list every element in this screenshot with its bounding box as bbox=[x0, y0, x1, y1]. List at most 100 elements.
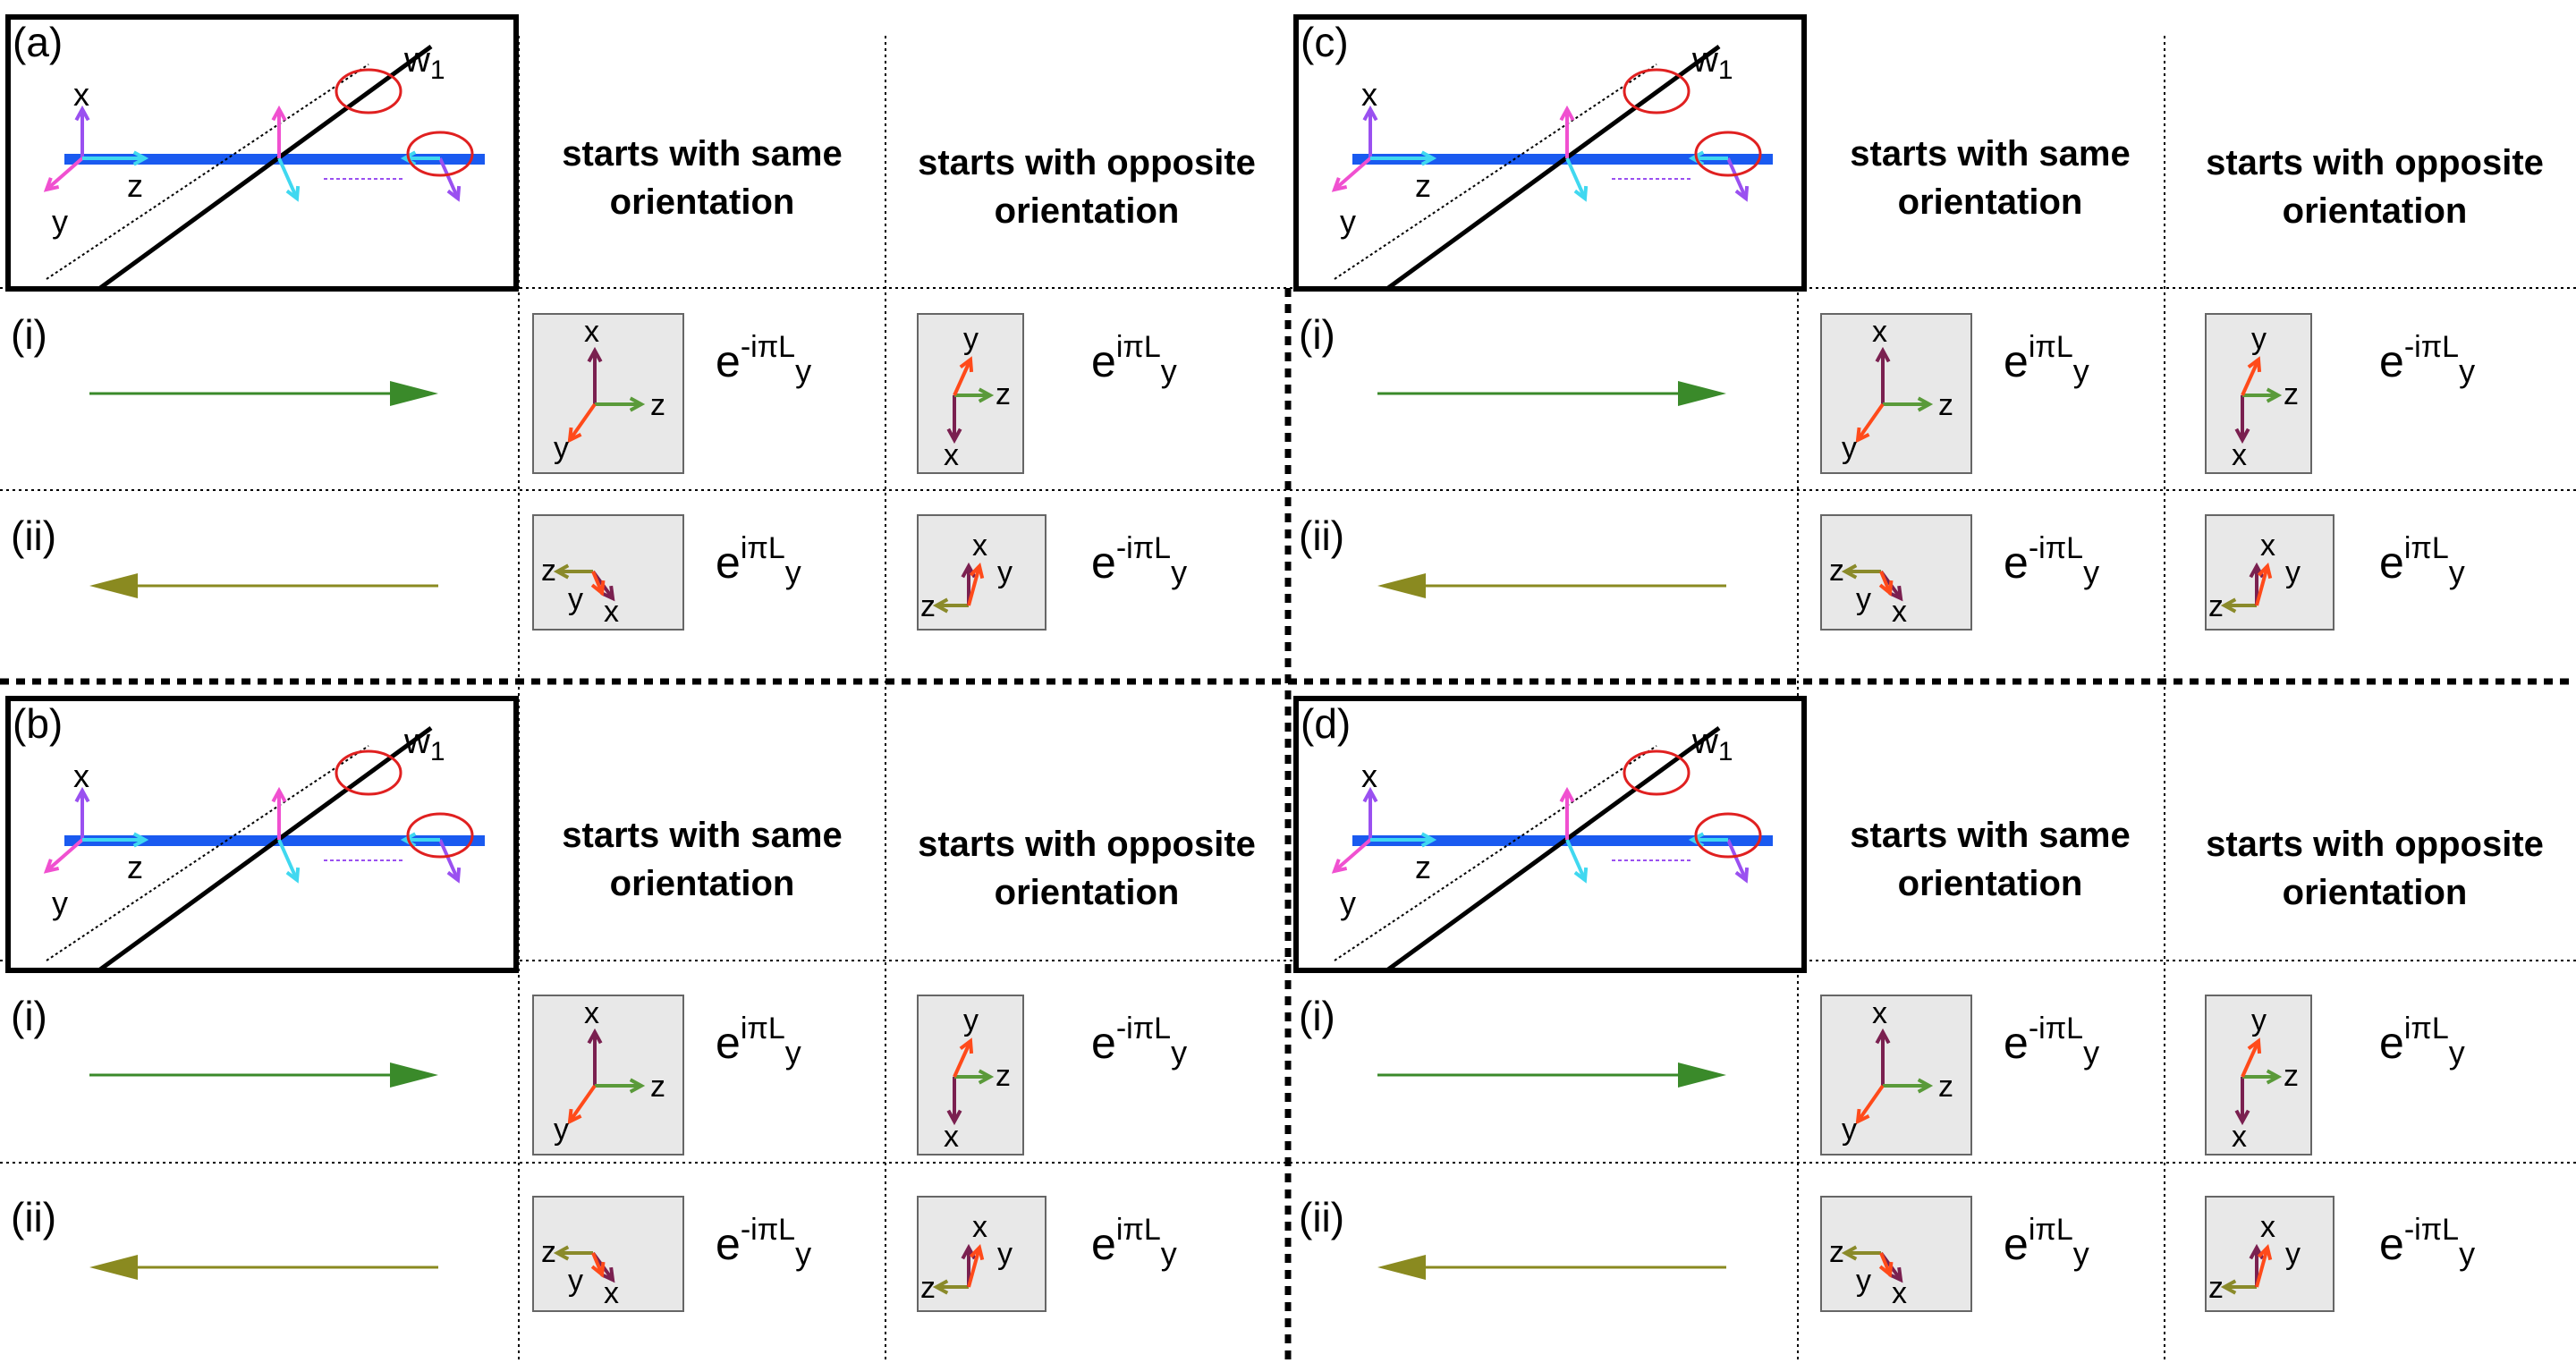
wire-line bbox=[1386, 44, 1721, 291]
triad-x-label: x bbox=[1872, 996, 1887, 1030]
wire-label: w1 bbox=[1691, 40, 1733, 85]
triad-y-arrow bbox=[967, 562, 985, 606]
triad-x-label: x bbox=[1892, 1276, 1907, 1310]
highlight-circle bbox=[1694, 812, 1762, 859]
triad-y-arrow bbox=[567, 1084, 597, 1125]
spin-frame-arrow bbox=[1565, 157, 1589, 202]
highlight-circle bbox=[335, 749, 402, 796]
triad-y-label: y bbox=[997, 1237, 1013, 1271]
phase-exponent: -iπL bbox=[1115, 1012, 1172, 1046]
phase-subscript: y bbox=[784, 1034, 801, 1071]
phase-base: e bbox=[2004, 538, 2029, 588]
triad-z-arrow bbox=[1883, 1078, 1934, 1094]
triad-x-arrow bbox=[587, 346, 603, 404]
triad-z-label: z bbox=[541, 1235, 556, 1269]
header-same-orientation: starts with same orientation bbox=[1850, 134, 2131, 222]
triad-y-arrow bbox=[590, 1252, 606, 1278]
spin-frame-arrow bbox=[1726, 157, 1750, 202]
triad-y-arrow bbox=[2255, 562, 2273, 606]
triad-z-label: z bbox=[2208, 589, 2224, 623]
spin-frame-arrow bbox=[43, 157, 84, 192]
phase-exponent: iπL bbox=[2403, 1012, 2449, 1046]
axis-triad: zxy bbox=[1829, 1235, 1907, 1310]
wire-guide-line bbox=[1334, 745, 1657, 961]
phase-opposite-orientation: eiπLy bbox=[2379, 1012, 2465, 1071]
spin-frame-arrow bbox=[1559, 786, 1575, 840]
triad-x-label: x bbox=[944, 1120, 959, 1154]
triad-y-arrow bbox=[2241, 356, 2262, 396]
phase-subscript: y bbox=[1171, 1034, 1188, 1071]
triad-z-arrow bbox=[553, 1245, 593, 1261]
phase-same-orientation: eiπLy bbox=[2004, 1213, 2089, 1272]
axis-triad: xzy bbox=[554, 996, 665, 1147]
phase-exponent: iπL bbox=[740, 531, 785, 565]
triad-x-label: x bbox=[2232, 1120, 2247, 1154]
row-label: (ii) bbox=[11, 512, 57, 559]
phase-base: e bbox=[2379, 1018, 2404, 1068]
triad-y-label: y bbox=[1842, 431, 1857, 465]
phase-exponent: -iπL bbox=[740, 1213, 796, 1247]
phase-same-orientation: eiπLy bbox=[2004, 330, 2089, 389]
diagram-z-label: z bbox=[127, 849, 143, 885]
spin-frame-arrow bbox=[74, 786, 90, 840]
phase-base: e bbox=[1091, 1219, 1116, 1269]
triad-y-label: y bbox=[1856, 582, 1871, 616]
diagram-z-label: z bbox=[1415, 167, 1431, 204]
diagram-x-label: x bbox=[1361, 76, 1377, 113]
header-same-orientation: starts with same orientation bbox=[1850, 816, 2131, 903]
triad-x-label: x bbox=[2232, 438, 2247, 472]
triad-z-arrow bbox=[595, 1078, 646, 1094]
right-arrow bbox=[89, 1062, 438, 1088]
phase-subscript: y bbox=[2448, 554, 2465, 590]
left-arrow bbox=[1377, 1255, 1726, 1280]
phase-subscript: y bbox=[2072, 1235, 2089, 1272]
spin-frame-arrow bbox=[1362, 786, 1378, 840]
triad-x-label: x bbox=[604, 1276, 619, 1310]
triad-x-label: x bbox=[604, 595, 619, 629]
row-label: (i) bbox=[1299, 993, 1335, 1039]
row-label: (ii) bbox=[1299, 512, 1345, 559]
phase-exponent: iπL bbox=[2028, 1213, 2073, 1247]
triad-x-label: x bbox=[1892, 595, 1907, 629]
phase-base: e bbox=[2004, 336, 2029, 386]
triad-z-label: z bbox=[920, 589, 936, 623]
triad-z-label: z bbox=[996, 377, 1011, 411]
triad-y-label: y bbox=[963, 322, 979, 356]
phase-same-orientation: e-iπLy bbox=[716, 1213, 811, 1272]
triad-y-label: y bbox=[554, 1113, 569, 1147]
spin-frame-arrow bbox=[1726, 839, 1750, 884]
triad-z-label: z bbox=[920, 1271, 936, 1305]
triad-x-label: x bbox=[2260, 1210, 2275, 1244]
right-arrow bbox=[1377, 1062, 1726, 1088]
axis-triad: xzy bbox=[1842, 996, 1953, 1147]
triad-z-label: z bbox=[996, 1059, 1011, 1093]
wire-line bbox=[1386, 725, 1721, 972]
phase-exponent: -iπL bbox=[740, 330, 796, 364]
triad-x-arrow bbox=[946, 1077, 962, 1126]
phase-base: e bbox=[2004, 1018, 2029, 1068]
panel-label: (b) bbox=[13, 700, 64, 747]
phase-same-orientation: eiπLy bbox=[716, 531, 801, 590]
spin-frame-arrow bbox=[1559, 105, 1575, 158]
triad-y-label: y bbox=[554, 431, 569, 465]
triad-z-arrow bbox=[1841, 563, 1881, 580]
axis-triad: zxy bbox=[920, 529, 1013, 623]
spin-frame-arrow bbox=[82, 150, 149, 166]
panel-label: (d) bbox=[1301, 700, 1352, 747]
header-opposite-orientation: starts with opposite orientation bbox=[918, 825, 1256, 912]
phase-base: e bbox=[2379, 336, 2404, 386]
triad-x-arrow bbox=[2234, 395, 2250, 444]
phase-opposite-orientation: e-iπLy bbox=[2379, 1213, 2475, 1272]
